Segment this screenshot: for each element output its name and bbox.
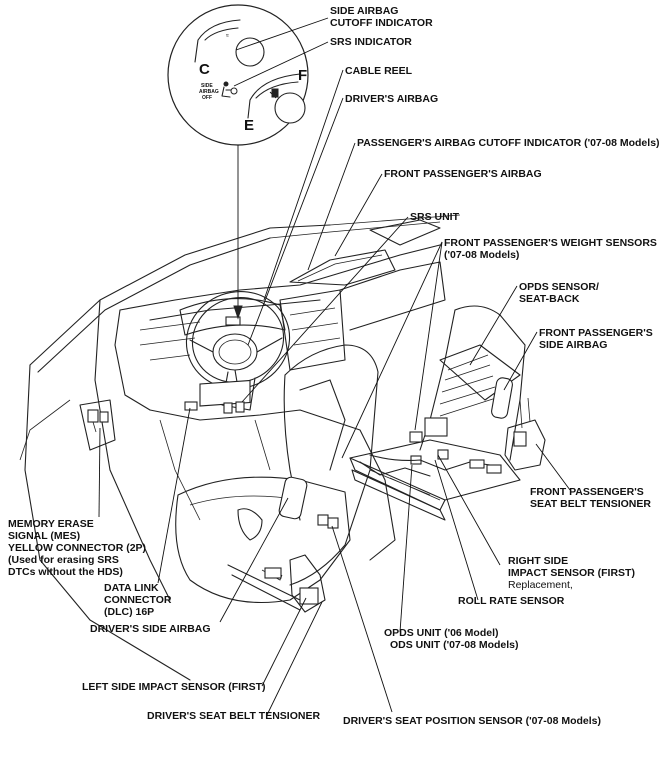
label-right-side-impact-sensor-2: IMPACT SENSOR (FIRST) [508,567,635,579]
label-passenger-airbag-cutoff-indicator: PASSENGER'S AIRBAG CUTOFF INDICATOR ('07… [357,137,660,149]
label-drivers-seat-position-sensor: DRIVER'S SEAT POSITION SENSOR ('07-08 Mo… [343,715,601,727]
fuel-gauge-empty-letter: E [244,117,254,134]
label-memory-erase-signal-1: MEMORY ERASE [8,518,94,530]
label-cable-reel: CABLE REEL [345,65,413,77]
instrument-cluster-inset: C ≈ F E SIDE AIRBAG OFF [167,4,309,320]
label-drivers-airbag: DRIVER'S AIRBAG [345,93,438,105]
callout-labels: SIDE AIRBAG CUTOFF INDICATOR SRS INDICAT… [8,5,660,727]
vehicle-interior-drawing [19,214,546,681]
label-front-passenger-seat-belt-tensioner-2: SEAT BELT TENSIONER [530,498,651,510]
label-memory-erase-signal-2: SIGNAL (MES) [8,530,80,542]
label-drivers-seat-belt-tensioner: DRIVER'S SEAT BELT TENSIONER [147,710,320,722]
fuel-gauge-full-letter: F [298,67,307,84]
temp-gauge-cold-letter: C [199,61,210,78]
label-roll-rate-sensor: ROLL RATE SENSOR [458,595,565,607]
label-front-passenger-weight-sensors-2: ('07-08 Models) [444,249,519,261]
label-front-passenger-airbag: FRONT PASSENGER'S AIRBAG [384,168,542,180]
label-memory-erase-signal-5: DTCs without the HDS) [8,566,123,578]
label-opds-sensor-1: OPDS SENSOR/ [519,281,599,293]
label-data-link-connector-2: CONNECTOR [104,594,172,606]
label-data-link-connector-3: (DLC) 16P [104,606,154,618]
label-front-passenger-side-airbag-1: FRONT PASSENGER'S [539,327,653,339]
label-front-passenger-side-airbag-2: SIDE AIRBAG [539,339,607,351]
label-memory-erase-signal-4: (Used for erasing SRS [8,554,119,566]
label-front-passenger-weight-sensors-1: FRONT PASSENGER'S WEIGHT SENSORS [444,237,657,249]
label-srs-unit: SRS UNIT [410,211,460,223]
label-srs-indicator: SRS INDICATOR [330,36,412,48]
label-opds-sensor-2: SEAT-BACK [519,293,580,305]
label-replacement-note: Replacement, [508,579,573,591]
label-ods-unit: ODS UNIT ('07-08 Models) [390,639,519,651]
label-memory-erase-signal-3: YELLOW CONNECTOR (2P) [8,542,146,554]
side-airbag-off-text-2: AIRBAG [199,89,219,95]
leader-lines [98,17,571,716]
side-airbag-off-text-3: OFF [202,95,212,101]
label-drivers-side-airbag: DRIVER'S SIDE AIRBAG [90,623,211,635]
srs-indicator-icon [221,81,238,98]
side-airbag-off-text-1: SIDE [201,83,213,89]
label-left-side-impact-sensor: LEFT SIDE IMPACT SENSOR (FIRST) [82,681,266,693]
label-side-airbag-cutoff-indicator-2: CUTOFF INDICATOR [330,17,433,29]
svg-text:≈: ≈ [226,33,229,39]
label-right-side-impact-sensor-1: RIGHT SIDE [508,555,568,567]
label-opds-unit: OPDS UNIT ('06 Model) [384,627,499,639]
label-side-airbag-cutoff-indicator-1: SIDE AIRBAG [330,5,398,17]
label-data-link-connector-1: DATA LINK [104,582,159,594]
label-front-passenger-seat-belt-tensioner-1: FRONT PASSENGER'S [530,486,644,498]
